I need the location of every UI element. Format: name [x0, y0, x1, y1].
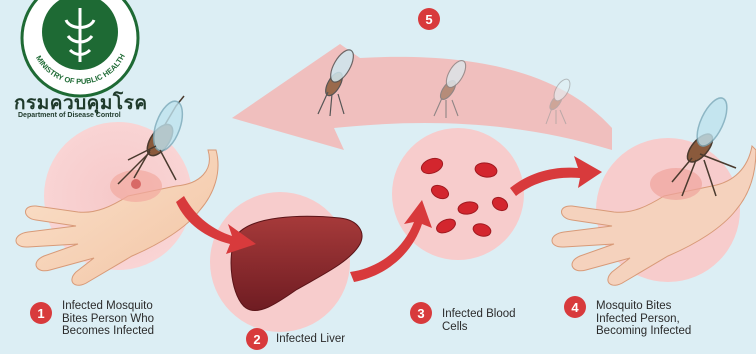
step-2-line: Infected Liver [276, 333, 345, 346]
step-1-line: Bites Person Who [62, 313, 154, 326]
step-1-line: Becomes Infected [62, 325, 154, 338]
step-4-line: Mosquito Bites [596, 300, 691, 313]
step-5-badge: 5 [418, 8, 440, 30]
logo-english-name: Department of Disease Control [18, 112, 121, 119]
step-3-caption: Infected Blood Cells [442, 308, 516, 333]
arrow-blood-to-hand [510, 156, 602, 196]
step-4-badge: 4 [564, 296, 586, 318]
step-3-line: Cells [442, 321, 516, 334]
step-1-badge: 1 [30, 302, 52, 324]
step-4-caption: Mosquito Bites Infected Person, Becoming… [596, 300, 691, 338]
step-2-caption: Infected Liver [276, 333, 345, 346]
step-3-line: Infected Blood [442, 308, 516, 321]
step-4-line: Infected Person, [596, 313, 691, 326]
step-1-caption: Infected Mosquito Bites Person Who Becom… [62, 300, 154, 338]
step-4-line: Becoming Infected [596, 325, 691, 338]
step-3-badge: 3 [410, 302, 432, 324]
ministry-seal-logo: MINISTRY OF PUBLIC HEALTH [22, 0, 138, 96]
step-1-line: Infected Mosquito [62, 300, 154, 313]
step-2-badge: 2 [246, 328, 268, 350]
